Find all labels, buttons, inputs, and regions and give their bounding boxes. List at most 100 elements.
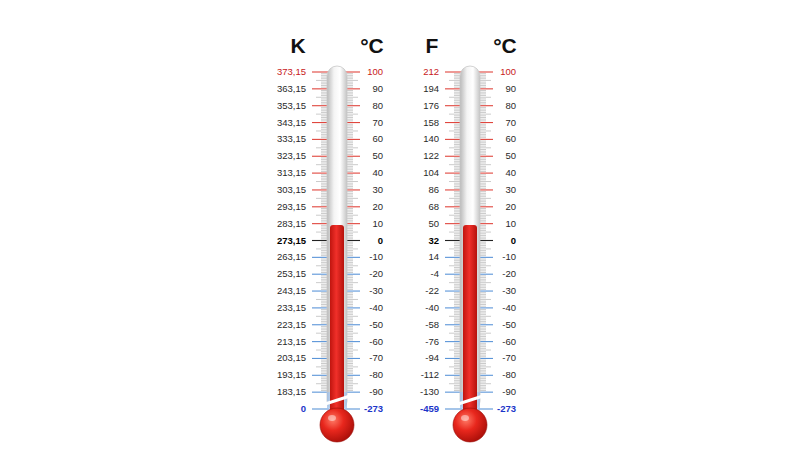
minor-tick	[347, 211, 353, 212]
scale-value: 263,15	[277, 253, 306, 263]
minor-tick	[347, 250, 353, 251]
minor-tick	[347, 247, 353, 248]
minor-tick	[321, 100, 327, 101]
minor-tick	[454, 351, 460, 352]
minor-tick	[321, 252, 327, 253]
minor-tick	[480, 174, 486, 175]
minor-tick	[347, 292, 353, 293]
minor-tick	[347, 373, 353, 374]
minor-tick	[321, 179, 327, 180]
minor-tick	[480, 363, 486, 364]
minor-tick	[454, 227, 460, 228]
minor-tick	[480, 326, 486, 327]
minor-tick	[347, 162, 353, 163]
minor-tick	[347, 350, 358, 351]
major-tick	[445, 139, 462, 140]
minor-tick	[480, 383, 491, 384]
minor-tick	[454, 109, 460, 110]
minor-tick	[454, 336, 460, 337]
minor-tick	[347, 188, 353, 189]
minor-tick	[347, 87, 353, 88]
minor-tick	[480, 186, 486, 187]
minor-tick	[321, 134, 327, 135]
minor-tick	[480, 125, 486, 126]
scale-value: 212	[423, 67, 439, 77]
bulb-highlight	[461, 415, 469, 421]
minor-tick	[480, 114, 491, 115]
minor-tick	[321, 264, 327, 265]
minor-tick	[480, 107, 486, 108]
minor-tick	[454, 312, 460, 313]
scale-value: 50	[372, 152, 383, 162]
minor-tick	[454, 238, 460, 239]
minor-tick	[347, 100, 353, 101]
minor-tick	[321, 144, 327, 145]
minor-tick	[454, 95, 460, 96]
minor-tick	[347, 102, 353, 103]
minor-tick	[321, 201, 327, 202]
minor-tick	[321, 117, 327, 118]
minor-tick	[480, 221, 486, 222]
minor-tick	[347, 201, 353, 202]
minor-tick	[480, 294, 486, 295]
minor-tick	[480, 269, 486, 270]
minor-tick	[454, 264, 460, 265]
minor-tick	[480, 312, 486, 313]
minor-tick	[480, 119, 486, 120]
minor-tick	[316, 80, 327, 81]
minor-tick	[480, 272, 486, 273]
minor-tick	[347, 252, 353, 253]
minor-tick	[347, 179, 353, 180]
minor-tick	[347, 169, 353, 170]
minor-tick	[480, 102, 486, 103]
minor-tick	[347, 348, 353, 349]
minor-tick	[454, 203, 460, 204]
minor-tick	[454, 125, 460, 126]
minor-tick	[454, 311, 460, 312]
major-tick	[445, 223, 462, 224]
minor-tick	[480, 110, 486, 111]
minor-tick	[454, 92, 460, 93]
scale-value: -130	[420, 387, 439, 397]
minor-tick	[449, 333, 460, 334]
scale-value: 233,15	[277, 303, 306, 313]
minor-tick	[454, 159, 460, 160]
minor-tick	[347, 304, 353, 305]
minor-tick	[347, 78, 353, 79]
scale-value: -60	[369, 337, 383, 347]
scale-value: 213,15	[277, 337, 306, 347]
minor-tick	[347, 385, 353, 386]
scale-value: 80	[505, 101, 516, 111]
minor-tick	[454, 360, 460, 361]
minor-tick	[480, 141, 486, 142]
minor-tick	[454, 272, 460, 273]
major-tick	[445, 392, 462, 393]
minor-tick	[321, 221, 327, 222]
minor-tick	[347, 174, 353, 175]
scale-value: 203,15	[277, 354, 306, 364]
minor-tick	[347, 137, 353, 138]
minor-tick	[480, 77, 486, 78]
minor-tick	[454, 378, 460, 379]
major-tick	[445, 88, 462, 89]
minor-tick	[321, 277, 327, 278]
minor-tick	[321, 193, 327, 194]
minor-tick	[347, 132, 353, 133]
minor-tick	[480, 171, 486, 172]
minor-tick	[321, 137, 327, 138]
minor-tick	[480, 360, 486, 361]
minor-tick	[316, 164, 327, 165]
minor-tick	[347, 120, 353, 121]
minor-tick	[321, 331, 327, 332]
minor-tick	[454, 353, 460, 354]
minor-tick	[321, 227, 327, 228]
minor-tick	[321, 280, 327, 281]
minor-tick	[480, 75, 486, 76]
minor-tick	[347, 144, 353, 145]
minor-tick	[347, 166, 353, 167]
minor-tick	[316, 215, 327, 216]
minor-tick	[347, 196, 353, 197]
major-tick	[312, 122, 329, 123]
minor-tick	[321, 87, 327, 88]
minor-tick	[454, 314, 460, 315]
